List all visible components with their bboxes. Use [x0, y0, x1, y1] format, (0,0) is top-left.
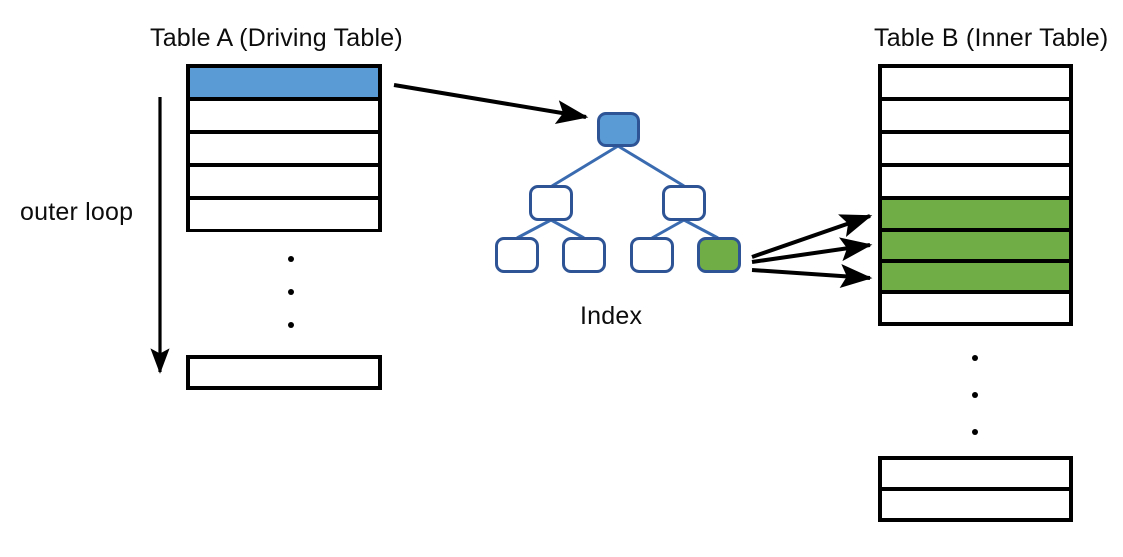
ellipsis-dot — [288, 322, 294, 328]
table-a-ellipsis — [288, 256, 294, 328]
table-row — [190, 200, 378, 229]
ellipsis-dot — [972, 392, 978, 398]
index-node-leaf-2 — [562, 237, 606, 273]
table-row — [882, 134, 1069, 167]
table-a-bottom-block — [186, 355, 382, 390]
table-row — [882, 101, 1069, 134]
table-row — [190, 101, 378, 134]
table-row — [882, 294, 1069, 322]
index-node-leaf-3 — [630, 237, 674, 273]
index-node-branch-right — [662, 185, 706, 221]
index-caption: Index — [580, 302, 643, 330]
table-a-title: Table A (Driving Table) — [150, 24, 403, 52]
outer-loop-label: outer loop — [20, 198, 134, 226]
table-b-ellipsis — [972, 355, 978, 435]
index-node-leaf-1 — [495, 237, 539, 273]
table-row — [190, 134, 378, 167]
ellipsis-dot — [972, 355, 978, 361]
ellipsis-dot — [972, 429, 978, 435]
table-row — [882, 263, 1069, 294]
table-b-title: Table B (Inner Table) — [874, 24, 1109, 52]
index-node-leaf-4 — [697, 237, 741, 273]
table-b-bottom-block — [878, 456, 1073, 522]
table-row — [882, 200, 1069, 232]
table-a-top-block — [186, 64, 382, 232]
table-row — [190, 167, 378, 200]
table-row — [882, 491, 1069, 518]
table-row — [882, 232, 1069, 263]
index-node-branch-left — [529, 185, 573, 221]
index-to-table-b-arrows — [751, 214, 873, 288]
ellipsis-dot — [288, 256, 294, 262]
table-row — [882, 460, 1069, 491]
table-row — [882, 68, 1069, 101]
index-node-root — [597, 112, 640, 147]
table-row — [190, 359, 378, 386]
table-a-to-index-arrow — [393, 83, 589, 124]
table-b-top-block — [878, 64, 1073, 326]
table-row — [882, 167, 1069, 200]
index-tree-edges — [516, 144, 719, 240]
table-row — [190, 68, 378, 101]
ellipsis-dot — [288, 289, 294, 295]
